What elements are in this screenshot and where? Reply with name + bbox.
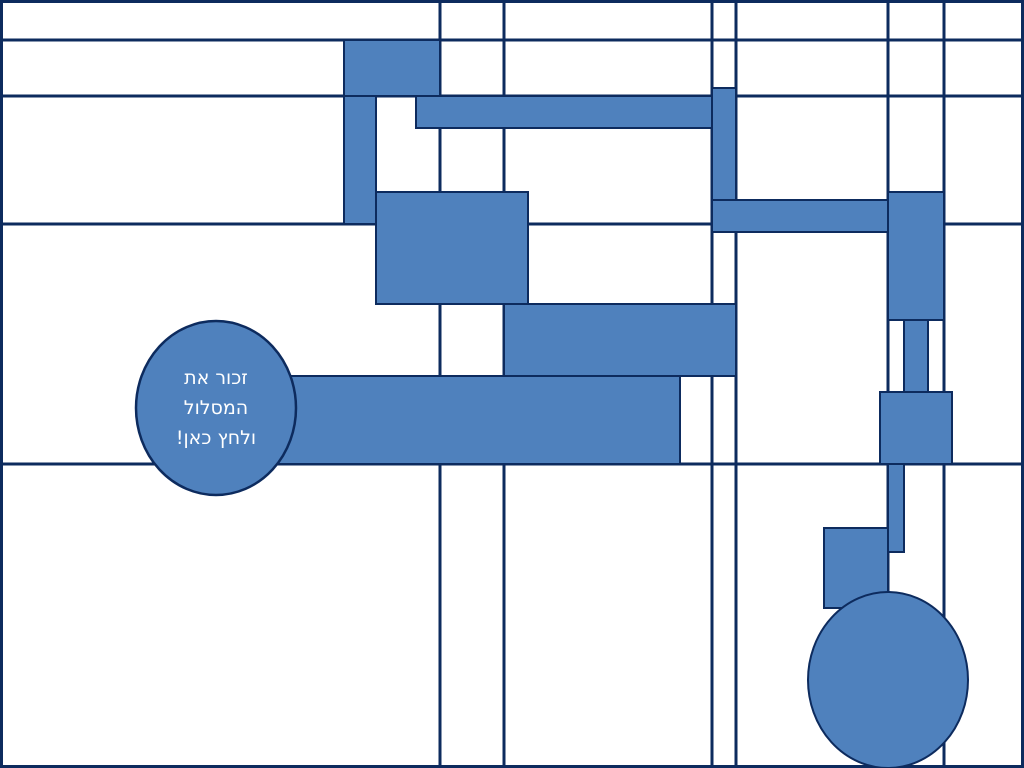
path-segment-left-column xyxy=(343,95,377,225)
path-segment-top-bar xyxy=(415,95,713,129)
path-segment-lower-column xyxy=(887,463,905,553)
path-segment-right-block xyxy=(887,191,945,321)
path-segment-thin-column xyxy=(903,319,929,393)
start-circle-button[interactable] xyxy=(134,319,298,497)
path-segment-right-bar xyxy=(711,199,889,233)
goal-circle xyxy=(807,591,969,768)
path-segment-center-block xyxy=(375,191,529,305)
path-segment-mid-block xyxy=(503,303,737,377)
maze-path xyxy=(265,39,969,768)
path-segment-small-block xyxy=(879,391,953,465)
path-segment-top-block xyxy=(343,39,441,97)
path-segment-start-bar xyxy=(265,375,681,465)
